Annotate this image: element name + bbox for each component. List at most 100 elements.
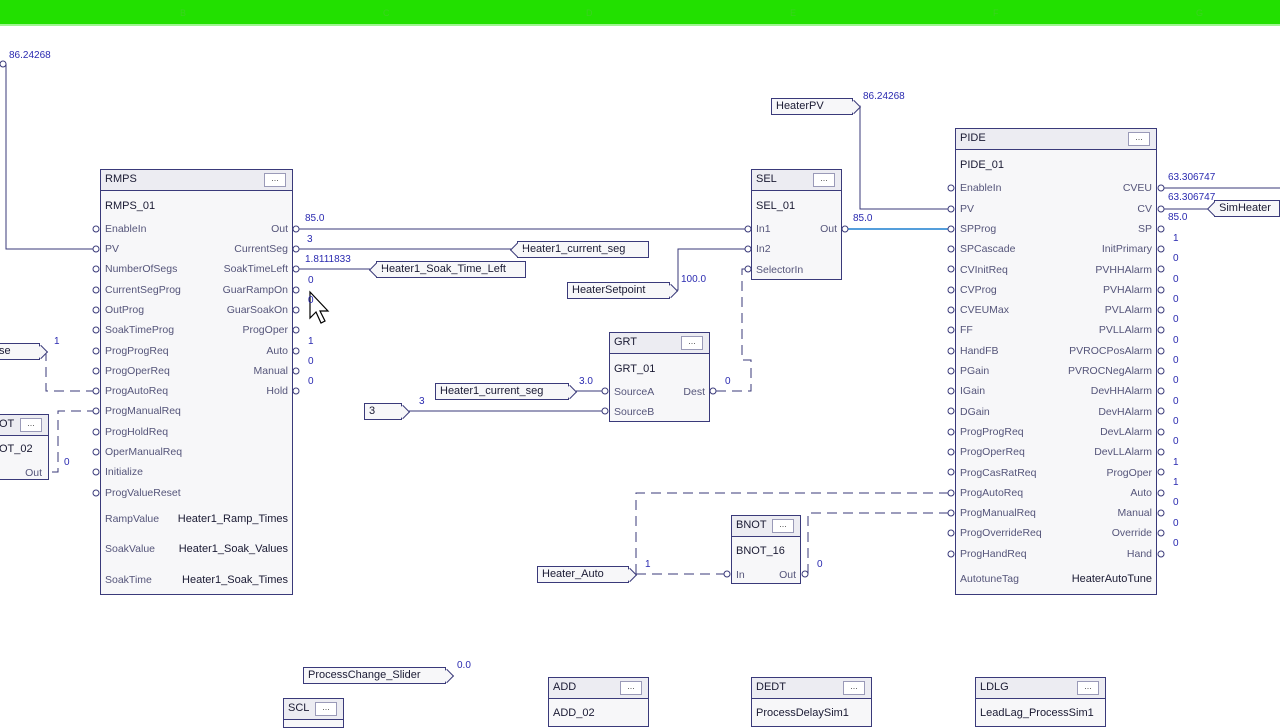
wire-prog-auto-req: [635, 492, 950, 574]
block-menu-button[interactable]: ...: [843, 681, 865, 695]
rmps-out-value: 0: [308, 275, 314, 286]
tag-sim-heater[interactable]: SimHeater: [1214, 200, 1280, 217]
pin-in: ProgOperReq: [105, 365, 170, 377]
pin-out: Out: [271, 223, 288, 235]
pide-out-value: 0: [1173, 314, 1179, 325]
pide-out-value: 1: [1173, 233, 1179, 244]
tag-grt-current-seg[interactable]: Heater1_current_seg: [435, 383, 569, 400]
grt-dest-value: 0: [725, 376, 731, 387]
pin-out: Dest: [683, 386, 705, 398]
block-type: BNOT: [736, 519, 767, 531]
dedt-block[interactable]: DEDT... ProcessDelaySim1: [751, 677, 872, 727]
pin-in: SPCascade: [960, 243, 1016, 255]
pide-block[interactable]: PIDE... PIDE_01 EnableIn PV SPProg SPCas…: [955, 128, 1157, 595]
param-tag[interactable]: HeaterAutoTune: [1071, 573, 1152, 585]
pin-out: ProgOper: [1106, 467, 1152, 479]
column-marker: F: [993, 8, 999, 18]
pin-out: DevHHAlarm: [1090, 385, 1152, 397]
pide-out-value: 1: [1173, 457, 1179, 468]
add-block[interactable]: ADD... ADD_02: [548, 677, 649, 727]
pide-out-value: 0: [1173, 355, 1179, 366]
rmps-block[interactable]: RMPS... RMPS_01 EnableIn PV NumberOfSegs…: [100, 169, 293, 595]
pin-in: In2: [756, 243, 771, 255]
block-name: PIDE_01: [960, 159, 1005, 171]
column-marker: B: [180, 8, 187, 18]
tag-heater-pv[interactable]: HeaterPV: [771, 98, 853, 115]
pin-in: EnableIn: [105, 223, 147, 235]
tag-current-seg[interactable]: Heater1_current_seg: [517, 241, 649, 258]
sel-block[interactable]: SEL... SEL_01 In1 In2 SelectorIn Out: [751, 169, 842, 280]
block-type: RMPS: [105, 173, 137, 185]
block-menu-button[interactable]: ...: [1077, 681, 1099, 695]
param-tag[interactable]: Heater1_Ramp_Times: [177, 513, 288, 525]
grt-block[interactable]: GRT... GRT_01 SourceA SourceB Dest: [609, 332, 710, 422]
column-marker: D: [586, 8, 593, 18]
param-tag[interactable]: Heater1_Soak_Times: [182, 574, 288, 586]
param-label: AutotuneTag: [960, 573, 1019, 585]
block-menu-button[interactable]: ...: [681, 336, 703, 350]
pin-in: ProgProgReq: [105, 345, 169, 357]
block-type: ADD: [553, 681, 577, 693]
pin-out: DevLAlarm: [1100, 426, 1152, 438]
pin-in: SelectorIn: [756, 264, 804, 276]
pide-out-value: 0: [1173, 396, 1179, 407]
block-menu-button[interactable]: ...: [772, 519, 794, 533]
pin-in: NumberOfSegs: [105, 263, 178, 275]
pide-out-value: 0: [1173, 538, 1179, 549]
pin-in: SPProg: [960, 223, 997, 235]
left-tag-fragment[interactable]: se: [0, 343, 40, 360]
pin-in: CVProg: [960, 284, 997, 296]
tag-heater-auto[interactable]: Heater_Auto: [537, 566, 629, 583]
tag-process-change-slider[interactable]: ProcessChange_Slider: [303, 667, 446, 684]
pide-out-value: 0: [1173, 335, 1179, 346]
block-name: OT_02: [0, 443, 33, 455]
pin-out: Manual: [253, 365, 288, 377]
pin-out: CVEU: [1122, 182, 1152, 194]
left-block-fragment[interactable]: OT... OT_02 Out: [0, 414, 49, 480]
pin-in: ProgHandReq: [960, 548, 1027, 560]
pin-out: Override: [1111, 527, 1152, 539]
block-menu-button[interactable]: ...: [813, 173, 835, 187]
pin-in: ProgManualReq: [105, 405, 181, 417]
column-marker: C: [383, 8, 390, 18]
pin-in: Initialize: [105, 466, 143, 478]
param-tag[interactable]: Heater1_Soak_Values: [178, 543, 288, 555]
pin-out: Hand: [1126, 548, 1152, 560]
block-menu-button[interactable]: ...: [264, 173, 286, 187]
pin-in: In1: [756, 223, 771, 235]
pin-out: Hold: [266, 385, 288, 397]
heater-pv-value: 86.24268: [863, 91, 905, 102]
block-menu-button[interactable]: ...: [1128, 132, 1150, 146]
block-menu-button[interactable]: ...: [620, 681, 642, 695]
mouse-cursor: [309, 290, 330, 324]
tag-heater-setpoint[interactable]: HeaterSetpoint: [567, 282, 670, 299]
pin-in: PV: [105, 243, 120, 255]
sel-out-value: 85.0: [853, 213, 873, 224]
pin-out: CurrentSeg: [234, 243, 288, 255]
pin-out: Auto: [1130, 487, 1152, 499]
tag-soak-time-left[interactable]: Heater1_Soak_Time_Left: [376, 261, 526, 278]
wire-left-block: [52, 410, 96, 473]
pin-in: ProgValueReset: [105, 487, 181, 499]
left-tag-value: 1: [54, 336, 60, 347]
block-menu-button[interactable]: ...: [315, 702, 337, 716]
tag-constant-3[interactable]: 3: [364, 403, 402, 420]
pin-out: DevHAlarm: [1098, 406, 1152, 418]
process-change-value: 0.0: [457, 660, 471, 671]
left-block-out-value: 0: [64, 457, 70, 468]
pin-out: GuarSoakOn: [226, 304, 288, 316]
block-name: SEL_01: [756, 200, 796, 212]
ldlg-block[interactable]: LDLG... LeadLag_ProcessSim1: [975, 677, 1106, 727]
block-menu-button[interactable]: ...: [20, 418, 42, 432]
pin-in: ProgOverrideReq: [960, 527, 1042, 539]
rmps-out-value: 0: [308, 295, 314, 306]
pin-out: InitPrimary: [1101, 243, 1152, 255]
rmps-out-value: 0: [308, 356, 314, 367]
pin-out: Out: [779, 569, 796, 581]
pin-in: HandFB: [960, 345, 999, 357]
bnot-block[interactable]: BNOT... BNOT_16 In Out: [731, 515, 801, 584]
wire-grt-dest: [716, 268, 752, 392]
pv-value-label: 86.24268: [9, 50, 51, 61]
scl-block[interactable]: SCL...: [283, 698, 344, 728]
wire-bnot-out: [807, 512, 950, 574]
